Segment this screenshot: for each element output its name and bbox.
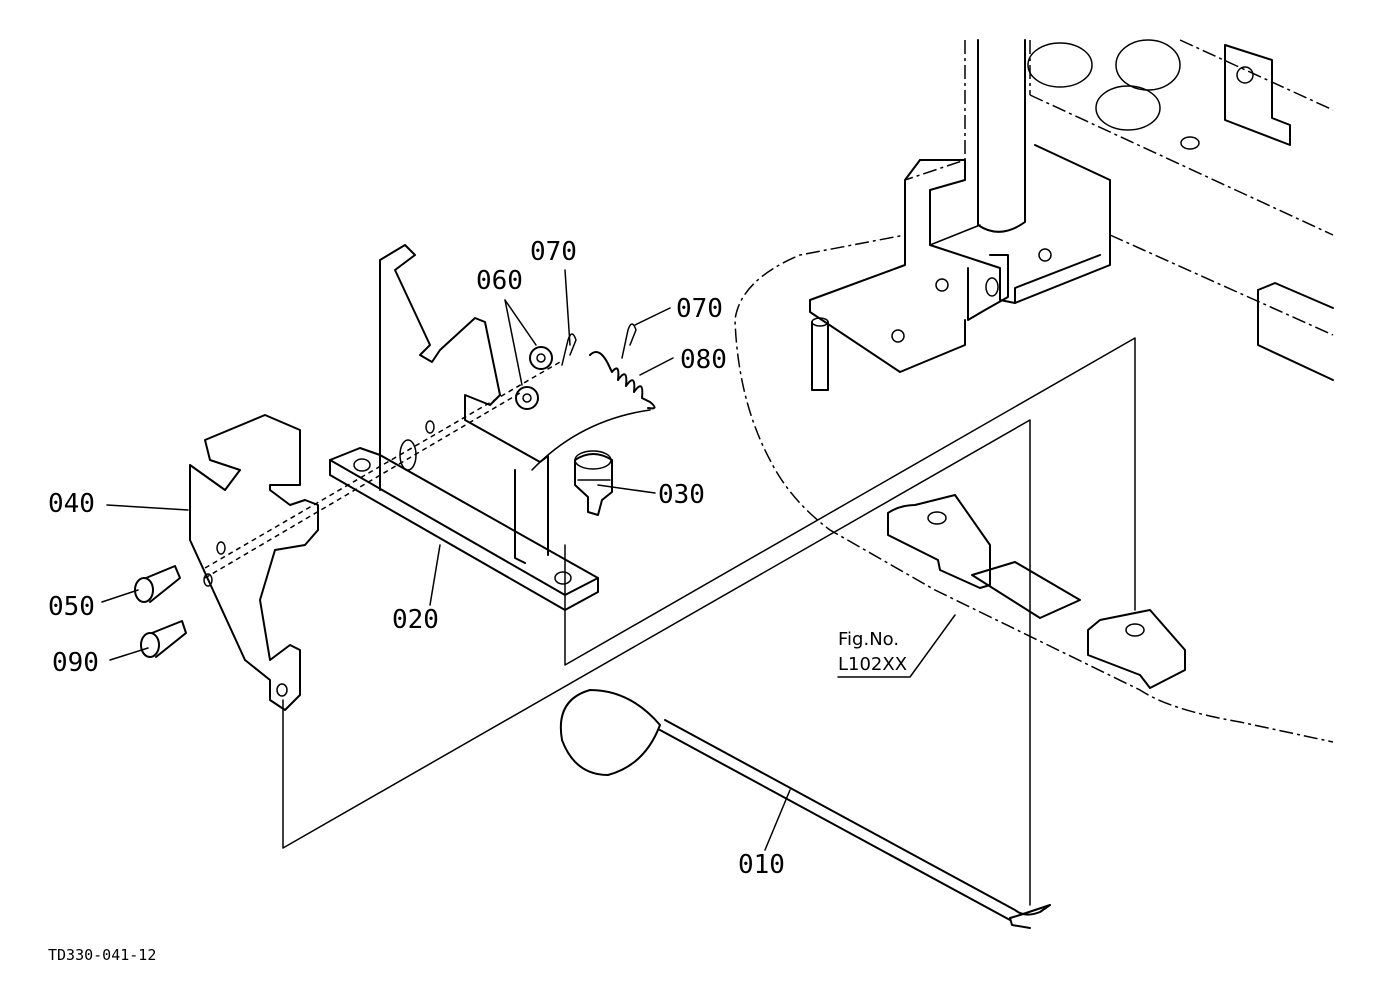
part-020-bracket — [329, 244, 599, 611]
drawing-code: TD330-041-12 — [48, 946, 156, 964]
part-010-rod — [559, 689, 1051, 929]
fig-reference-line1: Fig.No. — [838, 629, 899, 650]
part-090-pin — [140, 620, 187, 658]
label-part-070-top: 070 — [530, 237, 577, 267]
label-part-040: 040 — [48, 489, 95, 519]
label-part-070-right: 070 — [676, 294, 723, 324]
label-part-020: 020 — [392, 605, 439, 635]
label-part-060: 060 — [476, 266, 523, 296]
part-labels: 010 020 030 040 050 060 070 070 080 090 … — [48, 237, 907, 964]
part-030-plug — [574, 450, 613, 516]
label-part-080: 080 — [680, 345, 727, 375]
label-part-030: 030 — [658, 480, 705, 510]
part-060-washers — [515, 346, 553, 410]
alignment-lines — [204, 337, 1136, 906]
label-part-010: 010 — [738, 850, 785, 880]
label-leaders — [101, 269, 956, 851]
machine-frame — [734, 39, 1334, 743]
label-part-090: 090 — [52, 648, 99, 678]
fig-reference-line2: L102XX — [838, 654, 907, 675]
label-part-050: 050 — [48, 592, 95, 622]
part-050-pin — [134, 565, 181, 603]
part-040-lever — [189, 414, 319, 711]
part-080-spring — [531, 351, 656, 471]
part-070-clips — [561, 323, 637, 366]
